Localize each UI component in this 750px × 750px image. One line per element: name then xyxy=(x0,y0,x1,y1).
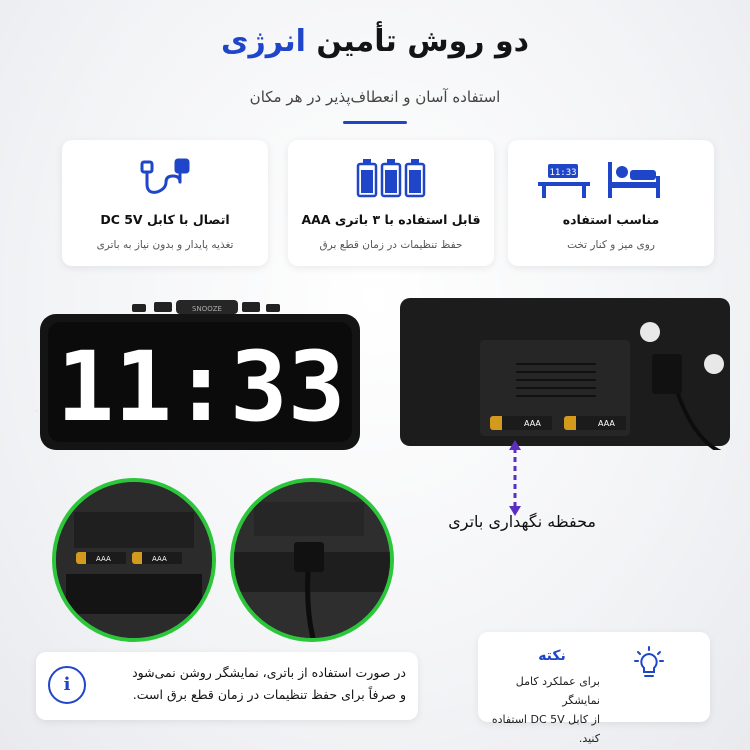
card-subtitle: تغذیه پایدار و بدون نیاز به باتری xyxy=(96,239,234,251)
tip-title: نکته xyxy=(538,648,566,664)
title-main: دو روش تأمین xyxy=(316,24,530,59)
info-note-text: در صورت استفاده از باتری، نمایشگر روشن ن… xyxy=(94,662,406,706)
info-note-line: و صرفاً برای حفظ تنظیمات در زمان قطع برق… xyxy=(132,687,406,702)
battery-label: AAA xyxy=(96,555,111,563)
title-accent: انرژی xyxy=(220,24,306,59)
card-subtitle: روی میز و کنار تخت xyxy=(567,239,655,251)
info-note-line: در صورت استفاده از باتری، نمایشگر روشن ن… xyxy=(132,665,406,680)
feature-card-battery: قابل استفاده با ۳ باتری AAA حفظ تنظیمات … xyxy=(288,140,494,266)
clock-digits: 11:33 xyxy=(57,331,346,443)
tip-text: برای عملکرد کامل نمایشگر از کابل DC 5V ا… xyxy=(488,672,600,748)
snooze-label: SNOOZE xyxy=(192,305,222,313)
page-title: دو روش تأمین انرژی xyxy=(0,24,750,59)
usb-cable-icon xyxy=(62,154,268,200)
desk-icon-time: 11:33 xyxy=(549,168,576,178)
info-icon: i xyxy=(48,666,86,704)
feature-card-cable: اتصال با کابل DC 5V تغذیه پایدار و بدون … xyxy=(62,140,268,266)
lightbulb-icon xyxy=(634,646,664,682)
battery-label: AAA xyxy=(598,419,615,428)
battery-label: AAA xyxy=(152,555,167,563)
clock-front-image: SNOOZE 11:33 xyxy=(0,292,362,452)
desk-bed-icon: 11:33 xyxy=(508,154,714,200)
clock-back-image: AAA AAA xyxy=(396,294,736,456)
title-underline xyxy=(343,121,407,124)
card-title: قابل استفاده با ۳ باتری AAA xyxy=(301,212,481,227)
battery-icon xyxy=(288,154,494,200)
zoom-cable-closeup xyxy=(230,478,394,642)
info-note-box: i در صورت استفاده از باتری، نمایشگر روشن… xyxy=(36,652,418,720)
battery-label: AAA xyxy=(524,419,541,428)
pointer-arrow xyxy=(500,440,530,520)
card-title: مناسب استفاده xyxy=(562,212,660,227)
card-subtitle: حفظ تنظیمات در زمان قطع برق xyxy=(319,239,463,251)
zoom-battery-closeup: AAA AAA xyxy=(52,478,216,642)
tip-line: برای عملکرد کامل نمایشگر xyxy=(515,675,600,707)
tip-box: نکته برای عملکرد کامل نمایشگر از کابل DC… xyxy=(478,632,710,745)
page-subtitle: استفاده آسان و انعطاف‌پذیر در هر مکان xyxy=(249,88,501,106)
tip-line: از کابل DC 5V استفاده کنید. xyxy=(491,713,600,745)
feature-card-usage: 11:33 مناسب استفاده روی میز و کنار تخت xyxy=(508,140,714,266)
card-title: اتصال با کابل DC 5V xyxy=(100,212,230,227)
battery-compartment-callout: محفظه نگهداری باتری xyxy=(448,512,596,531)
